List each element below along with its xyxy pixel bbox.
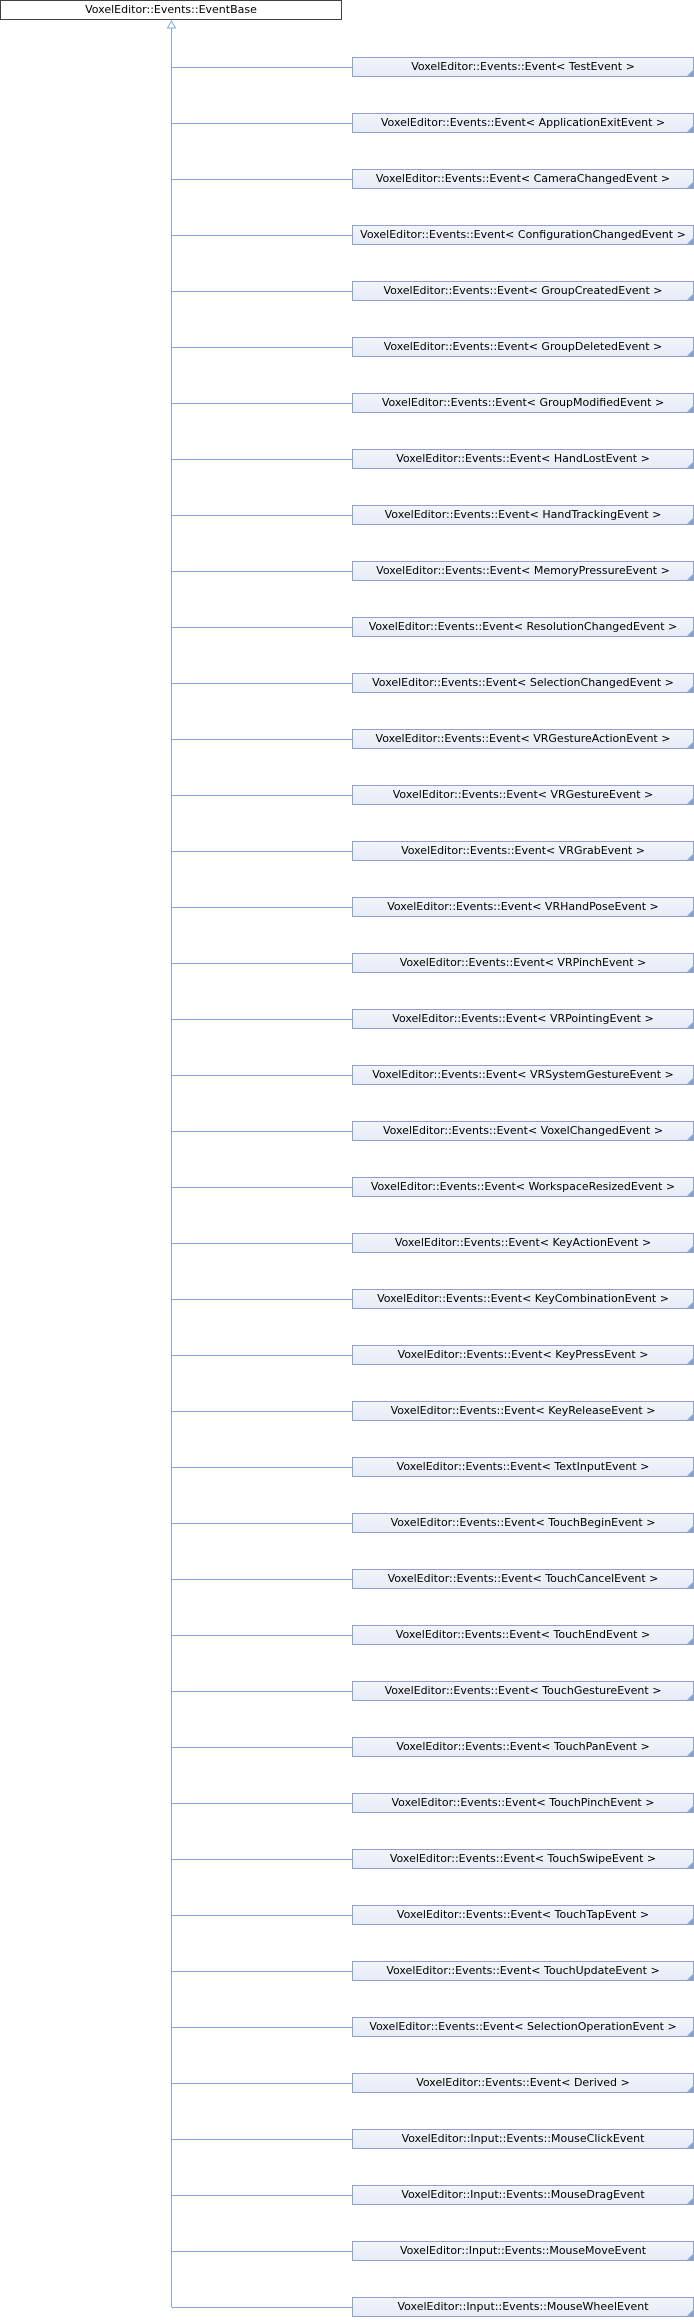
derived-class-node[interactable]: VoxelEditor::Events::Event< HandTracking… xyxy=(352,505,694,525)
derived-class-node[interactable]: VoxelEditor::Events::Event< Derived > xyxy=(352,2073,694,2093)
derived-class-node[interactable]: VoxelEditor::Events::Event< KeyCombinati… xyxy=(352,1289,694,1309)
derived-class-node[interactable]: VoxelEditor::Events::Event< VRGestureEve… xyxy=(352,785,694,805)
derived-class-node[interactable]: VoxelEditor::Events::Event< KeyActionEve… xyxy=(352,1233,694,1253)
derived-class-node[interactable]: VoxelEditor::Events::Event< TouchEndEven… xyxy=(352,1625,694,1645)
derived-class-node[interactable]: VoxelEditor::Input::Events::MouseMoveEve… xyxy=(352,2241,694,2261)
derived-class-node[interactable]: VoxelEditor::Input::Events::MouseClickEv… xyxy=(352,2129,694,2149)
derived-class-node[interactable]: VoxelEditor::Events::Event< TouchSwipeEv… xyxy=(352,1849,694,1869)
derived-class-node[interactable]: VoxelEditor::Events::Event< VRSystemGest… xyxy=(352,1065,694,1085)
derived-class-node[interactable]: VoxelEditor::Events::Event< VRGrabEvent … xyxy=(352,841,694,861)
derived-class-node[interactable]: VoxelEditor::Events::Event< KeyReleaseEv… xyxy=(352,1401,694,1421)
derived-class-node[interactable]: VoxelEditor::Events::Event< TouchBeginEv… xyxy=(352,1513,694,1533)
derived-class-node[interactable]: VoxelEditor::Events::Event< GroupModifie… xyxy=(352,393,694,413)
derived-class-node[interactable]: VoxelEditor::Events::Event< SelectionOpe… xyxy=(352,2017,694,2037)
inheritance-arrowhead xyxy=(166,19,177,29)
derived-class-node[interactable]: VoxelEditor::Events::Event< TestEvent > xyxy=(352,57,694,77)
derived-class-node[interactable]: VoxelEditor::Events::Event< VRGestureAct… xyxy=(352,729,694,749)
derived-class-node[interactable]: VoxelEditor::Events::Event< TouchUpdateE… xyxy=(352,1961,694,1981)
derived-class-node[interactable]: VoxelEditor::Events::Event< KeyPressEven… xyxy=(352,1345,694,1365)
derived-class-node[interactable]: VoxelEditor::Events::Event< TouchGesture… xyxy=(352,1681,694,1701)
derived-class-node[interactable]: VoxelEditor::Events::Event< Configuratio… xyxy=(352,225,694,245)
derived-class-node[interactable]: VoxelEditor::Events::Event< TouchTapEven… xyxy=(352,1905,694,1925)
derived-class-node[interactable]: VoxelEditor::Events::Event< SelectionCha… xyxy=(352,673,694,693)
derived-class-node[interactable]: VoxelEditor::Events::Event< GroupDeleted… xyxy=(352,337,694,357)
derived-class-node[interactable]: VoxelEditor::Events::Event< VRHandPoseEv… xyxy=(352,897,694,917)
derived-class-node[interactable]: VoxelEditor::Events::Event< TextInputEve… xyxy=(352,1457,694,1477)
derived-class-node[interactable]: VoxelEditor::Events::Event< TouchPanEven… xyxy=(352,1737,694,1757)
derived-class-node[interactable]: VoxelEditor::Input::Events::MouseWheelEv… xyxy=(352,2297,694,2317)
derived-class-node[interactable]: VoxelEditor::Events::Event< VoxelChanged… xyxy=(352,1121,694,1141)
derived-class-node[interactable]: VoxelEditor::Events::Event< TouchPinchEv… xyxy=(352,1793,694,1813)
derived-class-node[interactable]: VoxelEditor::Events::Event< ApplicationE… xyxy=(352,113,694,133)
derived-class-node[interactable]: VoxelEditor::Events::Event< VRPointingEv… xyxy=(352,1009,694,1029)
derived-class-node[interactable]: VoxelEditor::Events::Event< TouchCancelE… xyxy=(352,1569,694,1589)
derived-class-node[interactable]: VoxelEditor::Events::Event< WorkspaceRes… xyxy=(352,1177,694,1197)
derived-class-node[interactable]: VoxelEditor::Events::Event< ResolutionCh… xyxy=(352,617,694,637)
derived-class-node[interactable]: VoxelEditor::Events::Event< MemoryPressu… xyxy=(352,561,694,581)
base-class-node[interactable]: VoxelEditor::Events::EventBase xyxy=(0,0,342,20)
derived-class-node[interactable]: VoxelEditor::Events::Event< VRPinchEvent… xyxy=(352,953,694,973)
derived-class-node[interactable]: VoxelEditor::Events::Event< CameraChange… xyxy=(352,169,694,189)
derived-class-node[interactable]: VoxelEditor::Input::Events::MouseDragEve… xyxy=(352,2185,694,2205)
derived-class-node[interactable]: VoxelEditor::Events::Event< HandLostEven… xyxy=(352,449,694,469)
derived-class-node[interactable]: VoxelEditor::Events::Event< GroupCreated… xyxy=(352,281,694,301)
